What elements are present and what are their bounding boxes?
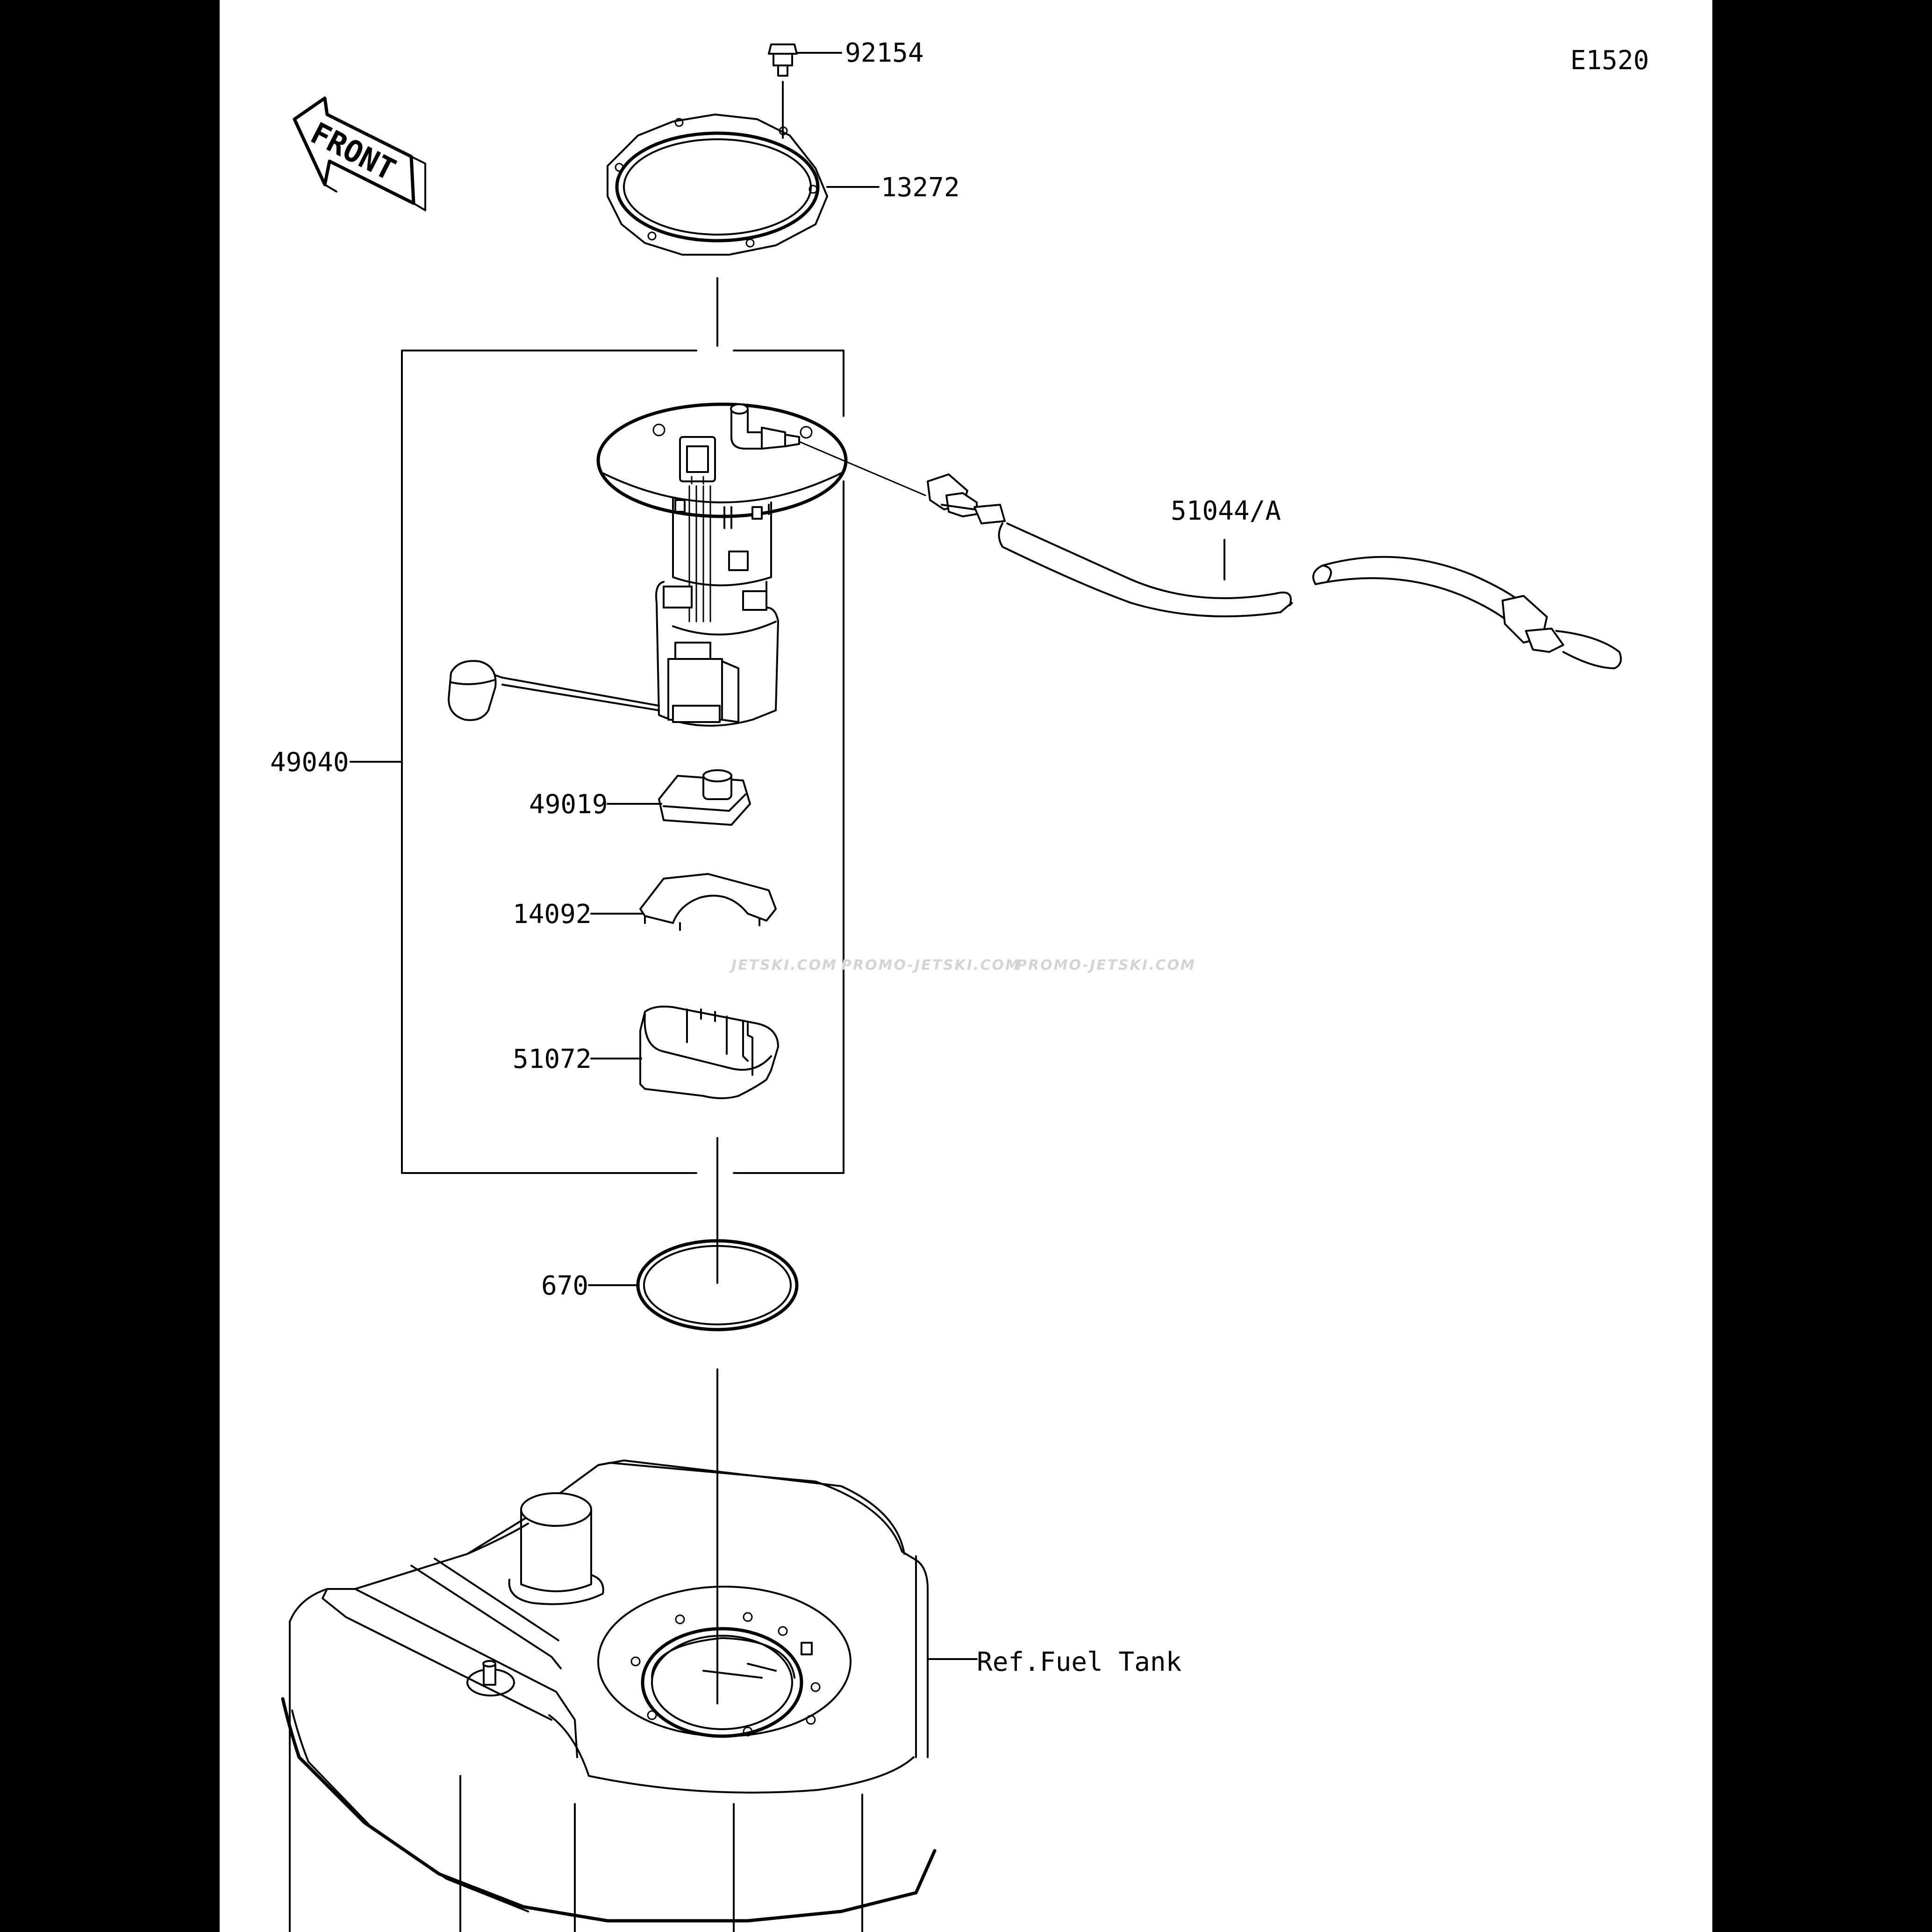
fuel-hose-51044A: 51044/A: [927, 473, 1622, 669]
watermark-text-3: PROMO-JETSKI.COM: [1016, 957, 1196, 973]
part-label-51044A: 51044/A: [1171, 496, 1281, 526]
watermark-text-2: PROMO-JETSKI.COM: [841, 957, 1021, 973]
diagram-sheet: [220, 0, 1712, 1932]
part-label-14092: 14092: [513, 899, 592, 930]
gasket-plate-13272: 13272: [607, 114, 960, 256]
part-label-13272: 13272: [881, 172, 960, 203]
front-arrow: FRONT: [293, 96, 426, 211]
diagram-code: E1520: [1570, 45, 1649, 76]
cup-51072: 51072: [513, 1005, 779, 1099]
o-ring-670: 670: [541, 1239, 799, 1331]
part-label-92154: 92154: [845, 38, 924, 68]
watermark: JETSKI.COM PROMO-JETSKI.COM PROMO-JETSKI…: [729, 957, 1196, 973]
watermark-text-1: JETSKI.COM: [729, 957, 837, 973]
hose-leader-line: [798, 441, 926, 496]
filter-49019: 49019: [529, 769, 751, 826]
bolt-92154: 92154: [768, 38, 924, 139]
part-label-51072: 51072: [513, 1044, 592, 1074]
fuel-pump-unit: [448, 402, 848, 727]
fuel-tank-reference: Ref.Fuel Tank: [281, 1460, 1181, 1932]
cover-14092: 14092: [513, 873, 777, 931]
reference-label-fuel-tank: Ref.Fuel Tank: [977, 1647, 1181, 1677]
part-label-49019: 49019: [529, 789, 608, 820]
assembly-bracket-49040: 49040: [270, 350, 844, 1174]
part-label-49040: 49040: [270, 747, 349, 778]
part-label-670: 670: [541, 1271, 588, 1301]
